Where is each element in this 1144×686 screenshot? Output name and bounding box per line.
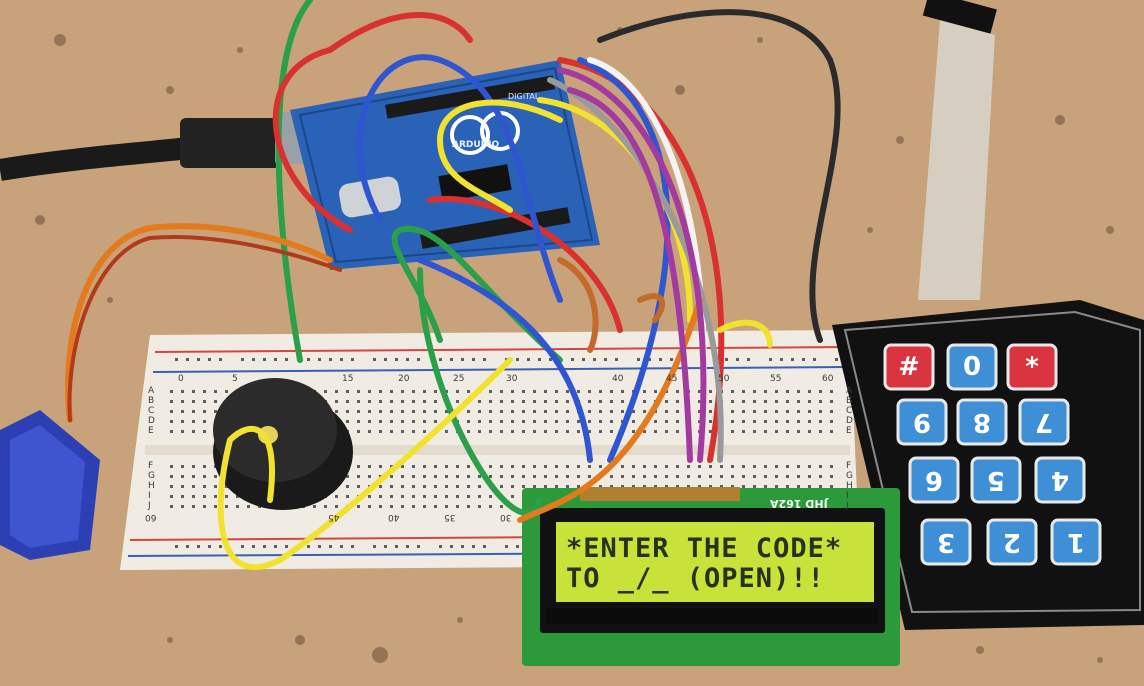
keypad-key[interactable] (1006, 343, 1058, 391)
breadboard-row-letter: J (846, 501, 849, 511)
lcd-module (522, 487, 900, 666)
breadboard-row-letter: B (846, 396, 853, 406)
breadboard-row-letter: H (148, 481, 155, 491)
breadboard-column-number: 35 (444, 512, 456, 522)
keypad-key[interactable] (908, 456, 960, 504)
breadboard-column-number: 40 (612, 374, 624, 384)
breadboard-row-letter: B (148, 396, 155, 406)
buzzer (213, 378, 353, 510)
breadboard-row-letter: E (148, 426, 154, 436)
lcd-line-2: TO _/_ (OPEN)!! (566, 563, 825, 594)
ribbon-connector (922, 0, 997, 34)
keypad-key[interactable] (970, 456, 1022, 504)
keypad-key[interactable] (946, 343, 998, 391)
keypad-keys (883, 343, 1102, 566)
lcd-line-1: *ENTER THE CODE* (566, 533, 843, 564)
keypad-key-label: 5 (986, 465, 1006, 495)
keypad-ribbon (918, 20, 995, 300)
breadboard-row-letter: I (148, 491, 151, 501)
breadboard-row-letter: C (846, 406, 853, 416)
breadboard-row-letter: C (148, 406, 155, 416)
arduino-logo-text: ARDUINO (452, 140, 500, 150)
keypad-key-label: 3 (936, 527, 956, 557)
arduino-digital-label: DIGITAL (508, 92, 540, 101)
breadboard-column-number: 60 (145, 512, 157, 522)
servo-motor (0, 410, 100, 560)
keypad-key[interactable] (1018, 398, 1070, 446)
breadboard-row-letter: D (846, 416, 853, 426)
breadboard-column-number: 30 (500, 512, 512, 522)
breadboard-column-number: 5 (232, 374, 238, 384)
keypad-key-label: 9 (912, 407, 932, 437)
keypad-key[interactable] (956, 398, 1008, 446)
breadboard-column-number: 50 (718, 374, 730, 384)
breadboard-row-letter: F (846, 461, 852, 471)
breadboard-column-number: 45 (328, 512, 340, 522)
breadboard-row-letter: A (846, 386, 853, 396)
breadboard-row-letter: J (148, 501, 151, 511)
breadboard-row-letter: H (846, 481, 853, 491)
breadboard-column-number: 55 (770, 374, 782, 384)
breadboard-column-number: 45 (666, 374, 678, 384)
breadboard-row-letter: G (148, 471, 155, 481)
keypad-key-label: * (1025, 352, 1039, 382)
keypad-key-label: 6 (924, 465, 944, 495)
breadboard-row-letter: D (148, 416, 155, 426)
breadboard-column-number: 30 (506, 374, 518, 384)
keypad-key[interactable] (1050, 518, 1102, 566)
keypad-key-label: 1 (1066, 527, 1086, 557)
keypad-key-label: 7 (1034, 407, 1054, 437)
breadboard-column-number: 60 (822, 374, 834, 384)
keypad-key[interactable] (986, 518, 1038, 566)
jumper-wires (65, 0, 841, 570)
breadboard-row-letter: E (846, 426, 852, 436)
usb-cable (0, 137, 192, 181)
breadboard-row-letter: A (148, 386, 155, 396)
keypad-key[interactable] (920, 518, 972, 566)
keypad-key-label: 8 (972, 407, 992, 437)
breadboard-row-letter: G (846, 471, 853, 481)
breadboard-column-number: 25 (453, 374, 465, 384)
table-stains (35, 27, 1114, 663)
breadboard-column-number: 0 (178, 374, 184, 384)
breadboard-column-number: 20 (398, 374, 410, 384)
breadboard-column-number: 15 (342, 374, 354, 384)
usb-connector (180, 118, 280, 168)
keypad-key[interactable] (883, 343, 935, 391)
keypad-key-label: 2 (1002, 527, 1022, 557)
lcd-model-label: JHD 162A (770, 497, 828, 510)
keypad-key-label: # (898, 352, 920, 382)
keypad-key[interactable] (1034, 456, 1086, 504)
keypad-key[interactable] (896, 398, 948, 446)
breadboard-row-letter: I (846, 491, 849, 501)
breadboard-row-letter: F (148, 461, 154, 471)
keypad-key-label: 4 (1050, 465, 1070, 495)
keypad-key-label: 0 (962, 352, 982, 382)
breadboard-column-number: 40 (388, 512, 400, 522)
